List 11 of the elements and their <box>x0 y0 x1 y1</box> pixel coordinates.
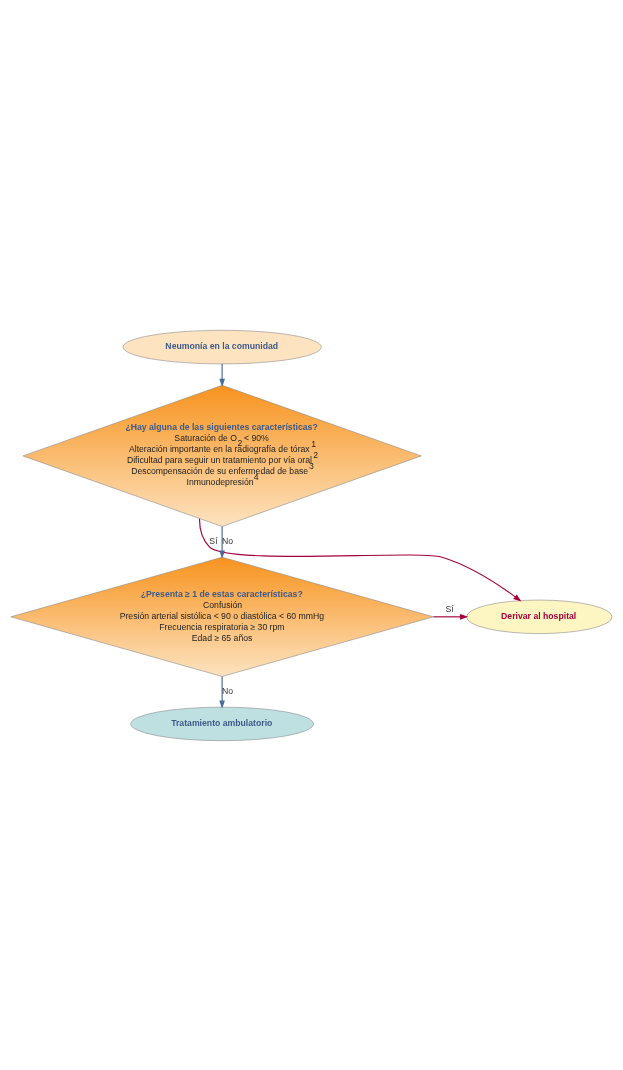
arrow <box>432 613 469 620</box>
node-diamond: ¿Presenta ≥ 1 de estas características? Confusión Presión arterial sistólica < 90 o diastólica < 60 mmHg Frecuencia respiratoria ≥ 30 rpm Edad ≥ 65 años <box>10 556 434 677</box>
node-ellipse: Derivar al hospital <box>466 599 613 634</box>
arrow <box>219 675 225 709</box>
edge-label: Sí <box>445 603 454 614</box>
node-ellipse: Tratamiento ambulatorio <box>130 706 314 741</box>
arrow <box>198 517 522 602</box>
edge-label: Sí <box>209 535 218 546</box>
node-ellipse: Neumonía en la comunidad <box>122 329 322 364</box>
arrow <box>219 362 225 387</box>
arrow <box>219 525 225 559</box>
